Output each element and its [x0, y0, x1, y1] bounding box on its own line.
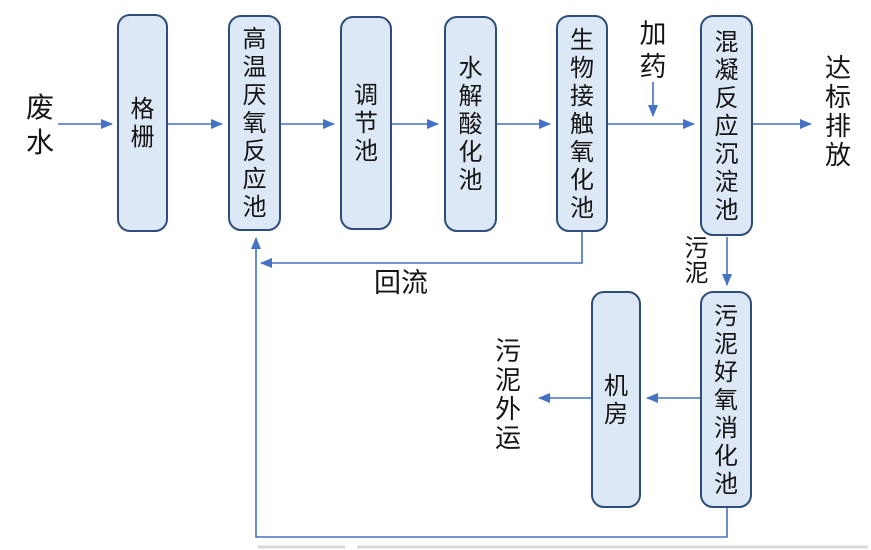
node-anaerobic-reactor-label: 高温厌氧反应池 — [242, 25, 267, 221]
node-anaerobic-reactor: 高温厌氧反应池 — [228, 15, 281, 231]
node-sludge-aerobic-digestion-tank: 污泥好氧消化池 — [700, 291, 752, 508]
label-standard-discharge: 达标排放 — [824, 54, 851, 171]
node-grid: 格栅 — [117, 14, 168, 232]
arrow-reflux-line — [260, 232, 583, 268]
node-hydrolysis-acidification-tank-label: 水解酸化池 — [458, 54, 483, 194]
label-sludge: 污泥 — [684, 234, 709, 287]
label-reflux: 回流 — [374, 268, 428, 299]
label-influent-wastewater: 废水 — [25, 91, 54, 159]
node-coagulation-sedimentation-tank: 混凝反应沉淀池 — [700, 15, 753, 236]
node-biological-contact-oxidation-tank-label: 生物接触氧化池 — [569, 25, 594, 222]
label-chemical-dosing: 加药 — [639, 19, 667, 83]
node-coagulation-sedimentation-tank-label: 混凝反应沉淀池 — [714, 27, 739, 224]
label-sludge-transport-out: 污泥外运 — [494, 337, 521, 454]
node-hydrolysis-acidification-tank: 水解酸化池 — [444, 16, 497, 232]
node-machine-room-label: 机房 — [603, 371, 628, 428]
node-machine-room: 机房 — [591, 291, 641, 508]
node-regulating-tank: 调节池 — [340, 16, 392, 230]
node-regulating-tank-label: 调节池 — [353, 81, 378, 165]
node-biological-contact-oxidation-tank: 生物接触氧化池 — [556, 15, 608, 232]
arrow-digestion-return-line — [251, 237, 728, 538]
node-sludge-aerobic-digestion-tank-label: 污泥好氧消化池 — [713, 301, 738, 498]
node-grid-label: 格栅 — [130, 95, 155, 151]
